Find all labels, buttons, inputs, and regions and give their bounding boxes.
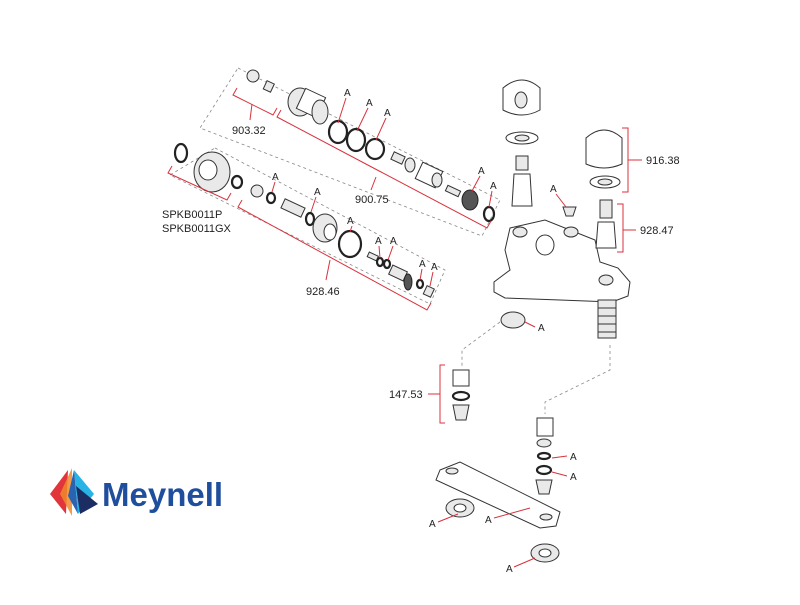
backplate bbox=[435, 461, 561, 529]
tail-stack bbox=[535, 417, 554, 495]
label-903-32: 903.32 bbox=[232, 125, 266, 137]
o-ring-2 bbox=[345, 127, 367, 153]
a-marker: A bbox=[314, 187, 321, 198]
handle-washer bbox=[230, 174, 244, 190]
cap-small bbox=[246, 69, 260, 83]
callout-lines bbox=[167, 87, 642, 568]
o-ring-1 bbox=[327, 119, 349, 145]
lower-cartridge-parts bbox=[173, 142, 435, 298]
a-marker: A bbox=[538, 323, 545, 334]
meynell-logo: Meynell bbox=[50, 468, 223, 516]
threaded-stem bbox=[444, 184, 462, 198]
left-headwork-stack bbox=[502, 79, 541, 207]
lower-washer-1 bbox=[250, 184, 264, 198]
stack-147 bbox=[451, 369, 471, 421]
label-147-53: 147.53 bbox=[389, 389, 423, 401]
cartridge-body-upper bbox=[287, 87, 329, 125]
pin-small bbox=[262, 80, 275, 93]
a-marker: A bbox=[485, 515, 492, 526]
spindle-small bbox=[390, 151, 406, 165]
label-spkb0011gx: SPKB0011GX bbox=[162, 223, 232, 235]
cartridge-body-lower bbox=[312, 213, 338, 243]
a-marker: A bbox=[431, 262, 438, 273]
lower-end-ring bbox=[415, 278, 425, 290]
label-900-75: 900.75 bbox=[355, 194, 389, 206]
meynell-logo-mark bbox=[50, 468, 98, 516]
a-marker: A bbox=[490, 181, 497, 192]
a-marker: A bbox=[375, 236, 382, 247]
a-marker: A bbox=[419, 259, 426, 270]
a-marker: A bbox=[570, 472, 577, 483]
a-marker: A bbox=[429, 519, 436, 530]
nut-bottom bbox=[530, 543, 560, 563]
a-marker: A bbox=[344, 88, 351, 99]
a-markers: A A A A A A A A A A A A A A A A A A A bbox=[272, 88, 577, 575]
body-nut bbox=[500, 311, 526, 329]
seat-ring bbox=[482, 205, 496, 223]
a-marker: A bbox=[384, 108, 391, 119]
a-marker: A bbox=[366, 98, 373, 109]
small-cap bbox=[562, 206, 577, 217]
lower-small-ring bbox=[382, 258, 392, 270]
seat-washer bbox=[461, 189, 479, 211]
lower-spindle bbox=[387, 264, 413, 291]
a-marker: A bbox=[347, 216, 354, 227]
o-ring-3 bbox=[364, 137, 386, 161]
lower-o-ring-c bbox=[375, 256, 385, 268]
label-928-46: 928.46 bbox=[306, 286, 340, 298]
handle-ring bbox=[173, 142, 189, 164]
washer-small bbox=[404, 157, 416, 173]
mixer-body bbox=[493, 219, 631, 339]
label-spkb0011p: SPKB0011P bbox=[162, 209, 222, 221]
a-marker: A bbox=[478, 166, 485, 177]
a-marker: A bbox=[390, 236, 397, 247]
lower-washer-2 bbox=[265, 191, 277, 205]
label-928-47: 928.47 bbox=[640, 225, 674, 237]
spindle-block bbox=[414, 161, 444, 189]
meynell-logo-text: Meynell bbox=[102, 476, 223, 513]
label-916-38: 916.38 bbox=[646, 155, 680, 167]
a-marker: A bbox=[550, 184, 557, 195]
lower-stem bbox=[280, 198, 306, 218]
control-handle bbox=[193, 151, 231, 193]
a-marker: A bbox=[570, 452, 577, 463]
right-headwork-stack bbox=[562, 129, 623, 249]
lower-o-ring-a bbox=[304, 211, 316, 227]
upper-cartridge-parts bbox=[246, 69, 496, 223]
lower-end-cap bbox=[422, 285, 435, 298]
nut-left bbox=[445, 498, 475, 518]
lower-o-ring-b bbox=[337, 229, 363, 259]
a-marker: A bbox=[272, 172, 279, 183]
assembly-guide-lines bbox=[461, 321, 611, 414]
a-marker: A bbox=[506, 564, 513, 575]
